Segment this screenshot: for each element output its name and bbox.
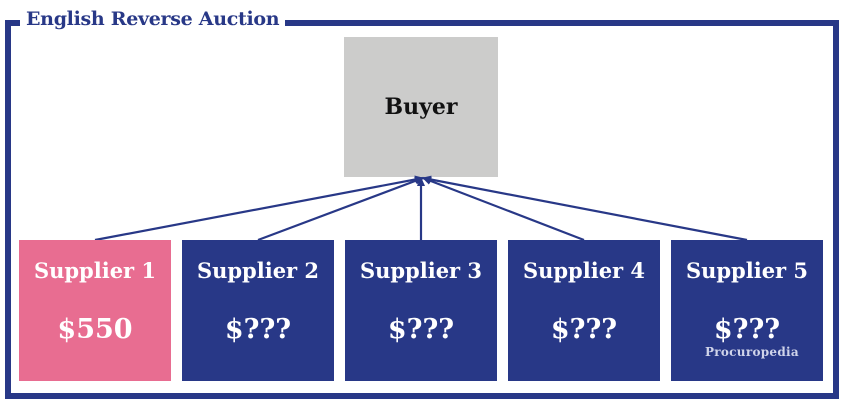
supplier-box-3: Supplier 3 $??? [345,240,497,381]
supplier-name: Supplier 2 [196,258,320,283]
supplier-bid: $550 [57,314,133,345]
supplier-name: Supplier 1 [33,258,157,283]
supplier-bid: $??? [387,314,455,345]
supplier-box-2: Supplier 2 $??? [182,240,334,381]
diagram-frame [5,20,839,399]
supplier-box-1: Supplier 1 $550 [19,240,171,381]
supplier-box-5: Supplier 5 $??? Procuropedia [671,240,823,381]
buyer-label: Buyer [384,94,458,120]
supplier-name: Supplier 4 [522,258,646,283]
supplier-name: Supplier 5 [685,258,809,283]
supplier-bid: $??? [224,314,292,345]
supplier-name: Supplier 3 [359,258,483,283]
diagram-title: English Reverse Auction [20,7,286,31]
buyer-box: Buyer [344,37,498,177]
supplier-bid: $??? [713,314,781,345]
watermark: Procuropedia [704,345,799,359]
supplier-bid: $??? [550,314,618,345]
supplier-box-4: Supplier 4 $??? [508,240,660,381]
